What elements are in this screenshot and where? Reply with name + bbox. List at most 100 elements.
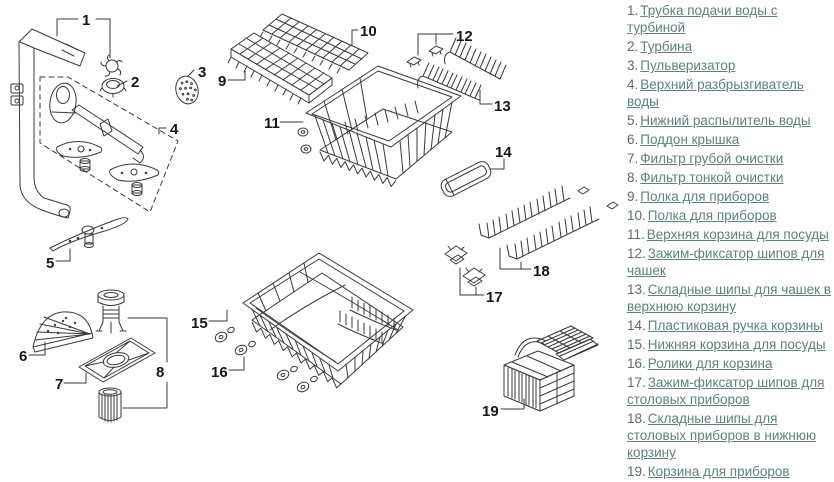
part-cup-spike-clips xyxy=(406,45,444,68)
legend-number-12: 12. xyxy=(627,246,646,261)
callout-18: 18 xyxy=(533,263,550,280)
legend-link-13[interactable]: Складные шипы для чашек в верхнюю корзин… xyxy=(627,282,831,314)
parts-legend: 1.Трубка подачи воды с турбиной 2.Турбин… xyxy=(627,2,833,482)
legend-link-17[interactable]: Зажим-фиксатор шипов для столовых прибор… xyxy=(627,375,825,407)
legend-number-8: 8. xyxy=(627,170,639,185)
callout-leaders xyxy=(28,18,532,410)
legend-link-18[interactable]: Складные шипы для столовых приборов в ни… xyxy=(627,411,817,460)
parts-diagram-page: { "colors": { "link": "#5E8181", "legend… xyxy=(10,3,831,479)
callout-17: 17 xyxy=(486,289,503,306)
legend-item-15: 15.Нижняя корзина для посуды xyxy=(627,336,833,353)
callout-6-leader xyxy=(28,341,46,356)
callout-7: 7 xyxy=(55,376,63,393)
callout-5: 5 xyxy=(46,255,54,272)
callout-12: 12 xyxy=(456,28,473,45)
callout-10-leader xyxy=(351,29,359,47)
part-lower-sprayer xyxy=(49,217,129,252)
part-turbine xyxy=(99,54,127,98)
legend-number-9: 9. xyxy=(627,189,639,204)
callout-19: 19 xyxy=(482,403,499,420)
legend-item-12: 12.Зажим-фиксатор шипов для чашек xyxy=(627,245,833,279)
legend-number-1: 1. xyxy=(627,3,639,18)
callout-17-leader xyxy=(459,267,485,296)
legend-link-12[interactable]: Зажим-фиксатор шипов для чашек xyxy=(627,246,825,278)
legend-number-18: 18. xyxy=(627,411,646,426)
legend-item-6: 6.Поддон крышка xyxy=(627,131,833,148)
part-spike-clips xyxy=(444,245,486,287)
legend-link-5[interactable]: Нижний распылитель воды xyxy=(640,113,811,128)
callout-15-leader xyxy=(208,309,228,322)
legend-number-6: 6. xyxy=(627,132,639,147)
callout-labels: 1 2 3 4 5 6 7 8 9 10 11 12 13 14 15 16 1… xyxy=(19,12,550,420)
legend-number-15: 15. xyxy=(627,337,646,352)
legend-number-19: 19. xyxy=(627,464,646,479)
legend-link-16[interactable]: Ролики для корзина xyxy=(647,356,773,371)
callout-13-leader xyxy=(479,89,493,105)
legend-link-11[interactable]: Верхняя корзина для посуды xyxy=(646,227,829,242)
part-lower-basket xyxy=(242,252,414,389)
callout-14-leader xyxy=(489,158,505,170)
legend-number-7: 7. xyxy=(627,151,639,166)
legend-number-5: 5. xyxy=(627,113,639,128)
legend-link-4[interactable]: Верхний разбрызгиватель воды xyxy=(627,77,804,109)
callout-3-leader xyxy=(187,69,195,77)
legend-number-3: 3. xyxy=(627,58,639,73)
part-upper-basket xyxy=(297,65,462,188)
legend-link-2[interactable]: Турбина xyxy=(640,39,693,54)
part-upper-sprayer xyxy=(39,76,179,213)
callout-3: 3 xyxy=(198,64,206,81)
legend-item-13: 13.Складные шипы для чашек в верхнюю кор… xyxy=(627,281,833,315)
legend-link-10[interactable]: Полка для приборов xyxy=(647,208,777,223)
legend-item-10: 10.Полка для приборов xyxy=(627,207,833,224)
callout-8-leader xyxy=(122,317,168,409)
legend-link-14[interactable]: Пластиковая ручка корзины xyxy=(647,318,823,333)
callout-15: 15 xyxy=(191,315,208,332)
legend-link-6[interactable]: Поддон крышка xyxy=(640,132,740,147)
legend-item-5: 5.Нижний распылитель воды xyxy=(627,112,833,129)
legend-number-13: 13. xyxy=(627,282,646,297)
callout-16: 16 xyxy=(211,364,228,381)
legend-link-19[interactable]: Корзина для приборов xyxy=(647,464,790,479)
legend-number-2: 2. xyxy=(627,39,639,54)
legend-number-4: 4. xyxy=(627,77,639,92)
part-cutlery-shelf-rear xyxy=(259,13,369,74)
part-cutlery-basket xyxy=(503,325,599,412)
legend-item-1: 1.Трубка подачи воды с турбиной xyxy=(627,2,833,36)
parts-legend-list: 1.Трубка подачи воды с турбиной 2.Турбин… xyxy=(627,2,833,480)
legend-link-8[interactable]: Фильтр тонкой очистки xyxy=(640,170,784,185)
diagram-svg: 1 2 3 4 5 6 7 8 9 10 11 12 13 14 15 16 1… xyxy=(10,12,619,423)
legend-number-16: 16. xyxy=(627,356,646,371)
legend-link-15[interactable]: Нижняя корзина для посуды xyxy=(647,337,826,352)
part-plate-spikes xyxy=(478,185,619,260)
legend-item-3: 3.Пульверизатор xyxy=(627,57,833,74)
callout-2: 2 xyxy=(131,74,139,91)
callout-8: 8 xyxy=(156,364,164,381)
legend-item-16: 16.Ролики для корзина xyxy=(627,355,833,372)
callout-14: 14 xyxy=(495,144,512,161)
callout-13: 13 xyxy=(494,98,511,115)
part-basket-handle xyxy=(440,161,492,197)
legend-link-7[interactable]: Фильтр грубой очистки xyxy=(640,151,784,166)
legend-item-14: 14.Пластиковая ручка корзины xyxy=(627,317,833,334)
callout-19-leader xyxy=(500,398,525,410)
legend-item-19: 19.Корзина для приборов xyxy=(627,463,833,480)
part-pulverizer xyxy=(175,75,199,105)
callout-16-leader xyxy=(228,356,245,371)
legend-number-11: 11. xyxy=(627,227,645,242)
legend-item-7: 7.Фильтр грубой очистки xyxy=(627,150,833,167)
exploded-parts-diagram: 1 2 3 4 5 6 7 8 9 10 11 12 13 14 15 16 1… xyxy=(10,12,619,423)
part-cutlery-shelf-front xyxy=(227,32,333,105)
legend-item-2: 2.Турбина xyxy=(627,38,833,55)
callout-12-leader xyxy=(417,33,454,56)
callout-5-leader xyxy=(55,248,71,262)
legend-link-3[interactable]: Пульверизатор xyxy=(640,58,736,73)
legend-link-9[interactable]: Полка для приборов xyxy=(640,189,770,204)
legend-item-18: 18.Складные шипы для столовых приборов в… xyxy=(627,410,833,461)
legend-item-11: 11.Верхняя корзина для посуды xyxy=(627,226,833,243)
callout-1-leader xyxy=(56,18,111,59)
legend-link-1[interactable]: Трубка подачи воды с турбиной xyxy=(627,3,778,35)
part-basket-rollers xyxy=(214,326,318,393)
legend-item-17: 17.Зажим-фиксатор шипов для столовых при… xyxy=(627,374,833,408)
callout-9-leader xyxy=(227,70,246,81)
callout-11: 11 xyxy=(264,115,280,132)
